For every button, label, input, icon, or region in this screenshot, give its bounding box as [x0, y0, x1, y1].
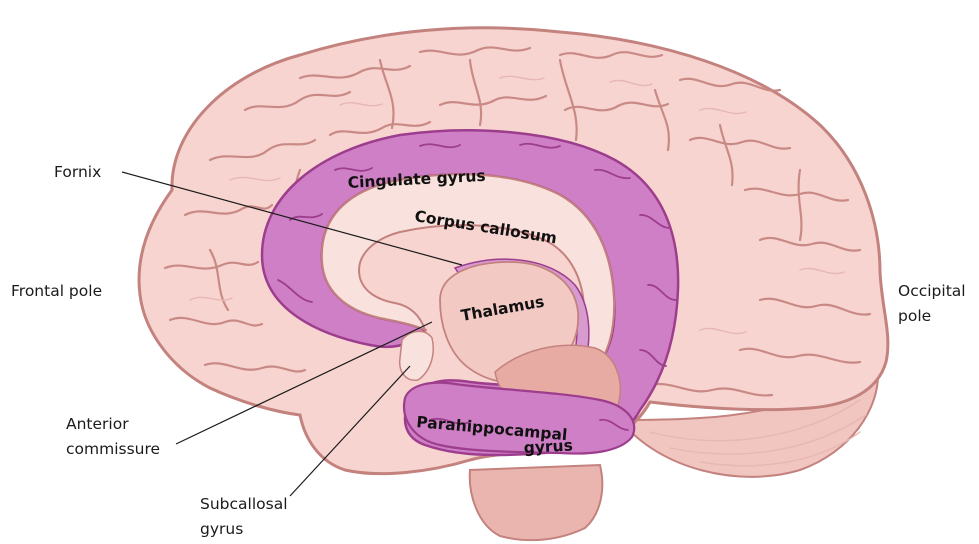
anterior-commissure-label-line1: Anterior	[66, 415, 129, 433]
subcallosal-gyrus-label-line1: Subcallosal	[200, 495, 288, 513]
brainstem	[470, 465, 603, 540]
frontal-pole-label: Frontal pole	[11, 282, 102, 300]
occipital-pole-label-line1: Occipital	[898, 282, 966, 300]
occipital-pole-label-line2: pole	[898, 307, 931, 325]
anterior-commissure-label-line2: commissure	[66, 440, 160, 458]
fornix-label: Fornix	[54, 163, 101, 181]
subcallosal-gyrus-label-line2: gyrus	[200, 520, 243, 538]
parahippocampal-gyrus-label-line2: gyrus	[523, 436, 573, 457]
